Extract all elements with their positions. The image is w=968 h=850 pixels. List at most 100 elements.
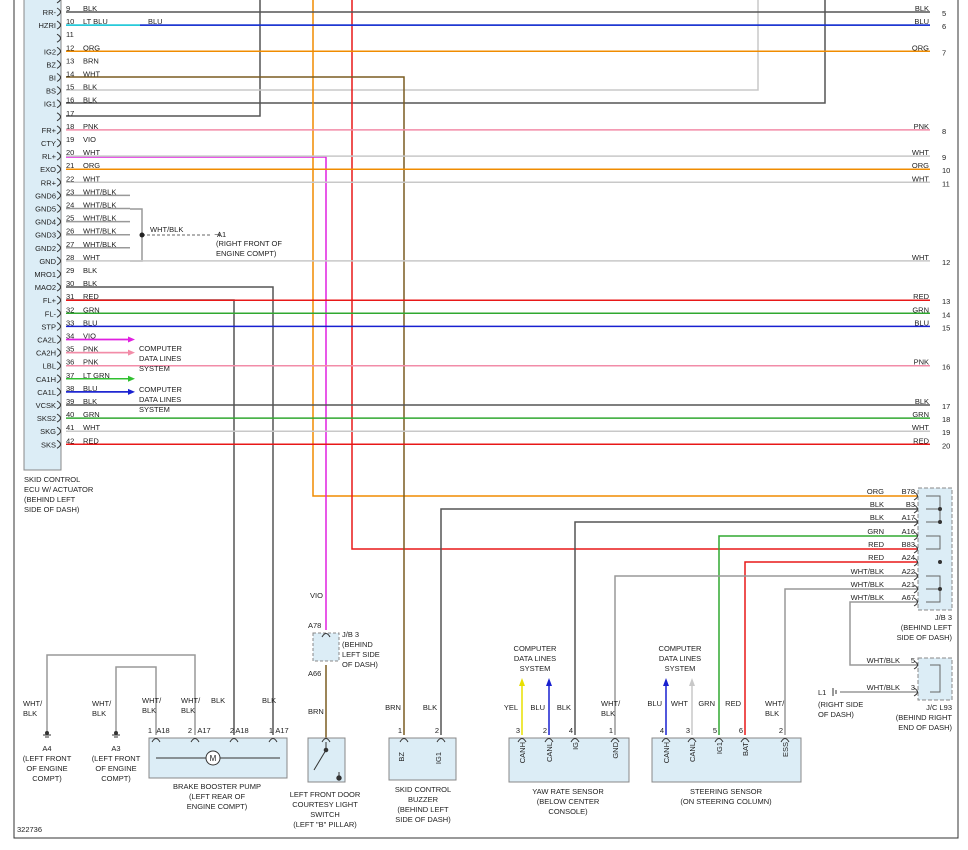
data-lines-label: SYSTEM — [665, 664, 696, 673]
wire-color-label: LT GRN — [83, 371, 110, 380]
pin-clip — [740, 738, 750, 743]
wire-color-label: RED — [725, 699, 741, 708]
ground-desc: OF ENGINE — [95, 764, 136, 773]
motor-label: M — [210, 754, 217, 763]
jb-bus — [926, 588, 941, 603]
ecu-pin-label: RR- — [43, 8, 57, 17]
ecu-pin-label: IG1 — [44, 100, 56, 109]
buzzer-name: SKID CONTROL — [395, 785, 451, 794]
ecu-pin-label: GND3 — [35, 231, 56, 240]
wire-color-label: BLK — [601, 709, 615, 718]
pin-clip — [56, 7, 61, 17]
wire-blk-ig1-loop — [66, 0, 261, 117]
pin-clip — [56, 374, 61, 384]
data-lines-label: SYSTEM — [139, 364, 170, 373]
wire-color-label: BRN — [385, 703, 401, 712]
pin-clip — [687, 738, 697, 743]
ecu-pin-number: 30 — [66, 279, 74, 288]
terminal-label: IG1 — [434, 752, 443, 764]
wire-color-label: WHT/BLK — [83, 201, 116, 210]
terminal-label: CANL — [545, 742, 554, 762]
pin-clip — [56, 269, 61, 279]
pin-clip — [56, 387, 61, 397]
wire-color-label: PNK — [83, 358, 98, 367]
pin-label: 5 — [713, 726, 717, 735]
pin-clip — [56, 335, 61, 344]
wire-color-label: WHT — [83, 70, 100, 79]
wire-org-jb3 — [312, 0, 918, 497]
terminal-label: IG1 — [715, 742, 724, 754]
wire-color-label: BLU — [647, 699, 662, 708]
terminal-label: CANH — [662, 742, 671, 763]
steering-sensor-name: STEERING SENSOR — [690, 787, 763, 796]
pin-clip — [321, 738, 331, 743]
pin-clip — [56, 361, 61, 371]
pin-label: 2 — [188, 726, 192, 735]
wire-color-label: BLK — [870, 513, 884, 522]
wire-wb-jc — [849, 601, 918, 666]
ecu-pin-label: IG2 — [44, 47, 56, 56]
pin-clip — [151, 738, 161, 743]
ecu-pin-label: RR+ — [41, 178, 57, 187]
wire-color-label: PNK — [83, 345, 98, 354]
jb3-mid-name: LEFT SIDE — [342, 650, 380, 659]
splice-dot — [938, 520, 942, 524]
pin-clip — [436, 738, 446, 743]
ecu-pin-number: 40 — [66, 410, 74, 419]
terminal-label: IG — [571, 742, 580, 750]
data-lines-label: COMPUTER — [659, 644, 703, 653]
ecu-pin-label: BZ — [46, 60, 56, 69]
wire-vio-cty — [66, 156, 327, 630]
yaw-rate-sensor: YEL3CANHBLU2CANLBLK4IGWHT/BLK1GNDCOMPUTE… — [504, 644, 621, 816]
ecu-pin-number: 41 — [66, 423, 74, 432]
ecu-pin-label: GND2 — [35, 244, 56, 253]
jb3-mid-name: OF DASH) — [342, 660, 378, 669]
ecu-pin-number: 19 — [66, 135, 74, 144]
pin-clip — [913, 597, 918, 607]
ecu-wires: 89BLKBLK510LT BLUBLU61112ORGORG713BRN14W… — [56, 0, 950, 450]
wire-color-label: WHT/BLK — [83, 214, 116, 223]
pin-clip — [321, 633, 331, 638]
wire-reference-number: 12 — [942, 258, 950, 267]
jc-l93-box — [917, 657, 953, 701]
wire-reference-number: 11 — [942, 179, 950, 188]
ecu-name-line: (BEHIND LEFT — [24, 495, 76, 504]
jb-pin-label: A66 — [308, 669, 321, 678]
wire-color-label-right: GRN — [912, 305, 929, 314]
ecu-pin-label: MAO2 — [35, 283, 56, 292]
jb-pin-label: A78 — [308, 621, 321, 630]
ecu-pin-number: 26 — [66, 227, 74, 236]
jb3-right-name: (BEHIND LEFT — [901, 623, 953, 632]
wire-reference-number: 15 — [942, 323, 950, 332]
splice-dot — [938, 587, 942, 591]
ecu-pin-label: SKS — [41, 440, 56, 449]
wire-color-label: BLK — [181, 706, 195, 715]
pin-label: 2 — [543, 726, 547, 735]
wire-color-label: WHT/BLK — [851, 567, 884, 576]
ground-desc: ENGINE COMPT) — [216, 249, 277, 258]
ecu-pin-label: CTY — [41, 139, 56, 148]
wire-brn-bz — [66, 76, 405, 735]
ecu-pin-number: 35 — [66, 345, 74, 354]
arrow-head — [663, 678, 669, 686]
wire-color-label: BLU — [83, 384, 98, 393]
door-switch-name: LEFT FRONT DOOR — [290, 790, 361, 799]
splice-dot — [139, 232, 145, 238]
ecu-pin-number: 27 — [66, 240, 74, 249]
diagram-frame — [13, 0, 959, 839]
data-lines-label: SYSTEM — [520, 664, 551, 673]
jc-l93-bus — [930, 664, 941, 693]
ecu-pin-label: FL+ — [43, 296, 57, 305]
wire-color-label: YEL — [504, 703, 518, 712]
pin-clip — [913, 517, 918, 527]
pin-clip — [913, 491, 918, 501]
ecu-pin-label: BI — [49, 74, 56, 83]
wire-color-label: RED — [83, 436, 99, 445]
wire-color-label: BLK — [92, 709, 106, 718]
door-switch-name: SWITCH — [310, 810, 340, 819]
wire-wb-yaw-gnd — [614, 575, 918, 735]
ecu-pin-number: 33 — [66, 318, 74, 327]
jb-pin-label: A24 — [902, 553, 915, 562]
pin-clip — [56, 256, 61, 266]
